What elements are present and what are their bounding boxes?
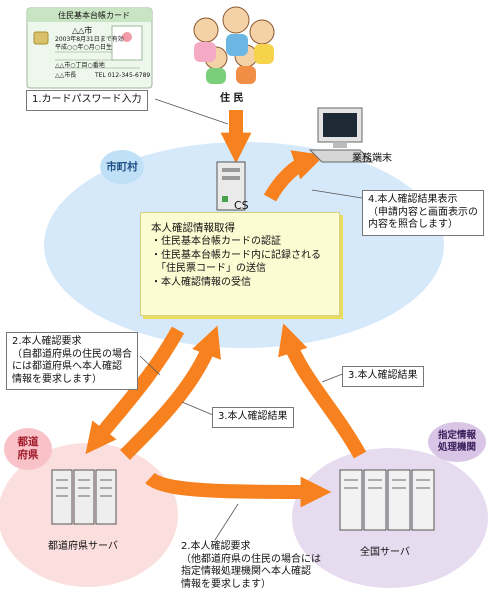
arrow-prefecture-to-cs (120, 325, 221, 460)
prefecture-server-icon (51, 469, 117, 525)
callout-step4-line: 内容を照合します） (368, 219, 458, 230)
callout-line: 情報を要求します） (12, 373, 102, 385)
callout-line: 情報を要求します） (181, 578, 271, 590)
callout-line: 指定情報処理機関へ本人確認 (181, 566, 311, 577)
callout-step4-line: （申請内容と画面表示の (368, 206, 478, 218)
national-server-icon (339, 469, 435, 531)
prefecture-server-label: 都道府県サーバ (48, 541, 118, 552)
arrow-cs-to-prefecture (85, 326, 185, 455)
callout-step4: 4.本人確認結果表示 （申請内容と画面表示の 内容を照合します） (362, 190, 484, 236)
city-region-badge: 市町村 (100, 150, 144, 184)
card-line: TEL 012-345-6789 (95, 72, 151, 79)
cs-server-icon (216, 161, 246, 211)
terminal-computer-icon (308, 107, 374, 163)
card-city: △△市 (72, 26, 93, 35)
arrow-prefecture-to-national (145, 472, 332, 508)
callout-step2-agency: 2.本人確認要求 （他都道府県の住民の場合には 指定情報処理機関へ本人確認 情報… (176, 538, 326, 594)
cs-info-item: ・住民基本台帳カード内に記録される (151, 249, 321, 261)
cs-info-item: ・住民基本台帳カードの認証 (151, 236, 281, 247)
cs-info-item: 「住民票コード」の送信 (151, 263, 266, 274)
terminal-label: 業務端末 (352, 153, 392, 164)
callout-step2-prefecture: 2.本人確認要求 （自都道府県の住民の場合 には都道府県へ本人確認 情報を要求し… (6, 332, 138, 390)
arrow-cs-to-terminal (263, 150, 325, 202)
callout-line: には都道府県へ本人確認 (12, 361, 122, 372)
national-server-label: 全国サーバ (360, 547, 410, 558)
residents-label: 住 民 (220, 93, 244, 104)
callout-step3-mid: 3.本人確認結果 (212, 407, 294, 428)
callout-line: 2.本人確認要求 (181, 541, 251, 552)
arrow-national-to-cs (278, 323, 367, 459)
callout-line: 2.本人確認要求 (12, 336, 82, 347)
callout-line: （他都道府県の住民の場合には (181, 553, 321, 565)
cs-info-title: 本人確認情報取得 (151, 222, 235, 234)
card-line: △△市長 (55, 72, 77, 79)
callout-line: （自都道府県の住民の場合 (12, 348, 132, 360)
cs-info-box: 本人確認情報取得 ・住民基本台帳カードの認証 ・住民基本台帳カード内に記録される… (140, 212, 340, 316)
cs-info-item: ・本人確認情報の受信 (151, 276, 251, 288)
card-title: 住民基本台帳カード (58, 11, 130, 20)
prefecture-region-badge: 都道 府県 (4, 428, 52, 470)
card-line: 平成○○年○月○日生 (55, 44, 112, 51)
resident-card (26, 7, 153, 89)
cs-label: CS (234, 199, 249, 212)
callout-step4-line: 4.本人確認結果表示 (368, 194, 458, 205)
card-line: 2003年8月31日まで有効 (55, 36, 124, 43)
agency-region-badge: 指定情報 処理機関 (428, 422, 486, 462)
residents-icon (193, 6, 275, 84)
callout-step1: 1.カードパスワード入力 (26, 90, 148, 111)
card-line: △△市○丁目○番地 (55, 62, 105, 69)
callout-step3-right: 3.本人確認結果 (342, 366, 424, 387)
